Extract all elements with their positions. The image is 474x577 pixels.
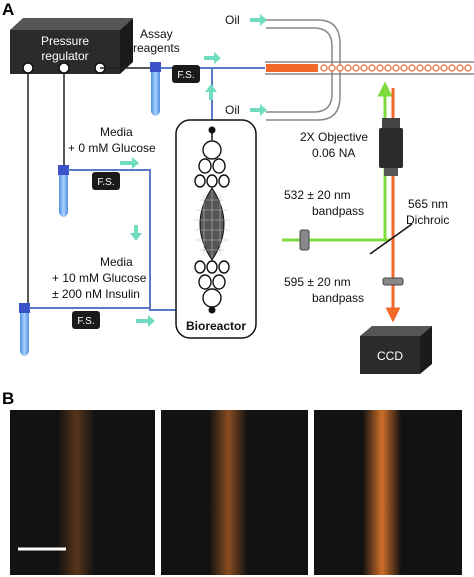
fluorescence-stripe <box>209 410 247 575</box>
droplet <box>417 65 423 71</box>
droplet-channel: Oil Oil <box>225 13 474 120</box>
filter-595-label-2: bandpass <box>312 291 364 305</box>
flow-arrow-media-high <box>136 315 155 327</box>
flow-arrow-assay <box>204 52 221 64</box>
droplet-train <box>321 65 471 71</box>
droplet <box>393 65 399 71</box>
vial-media-high <box>19 303 30 356</box>
flow-sensor-assay-label: F.S. <box>177 70 194 81</box>
droplet <box>377 65 383 71</box>
flow-sensor-media-high-label: F.S. <box>77 316 94 327</box>
droplet <box>401 65 407 71</box>
pressure-regulator-label-2: regulator <box>41 49 88 63</box>
media-high-label-2: + 10 mM Glucose <box>52 271 147 285</box>
droplet <box>329 65 335 71</box>
ccd-camera: CCD <box>360 326 432 374</box>
media-low-label-1: Media <box>100 125 133 139</box>
objective-lens <box>379 118 403 176</box>
droplet <box>345 65 351 71</box>
droplet <box>465 65 471 71</box>
panel-letter-a: A <box>2 0 14 19</box>
oil-top-label: Oil <box>225 13 240 27</box>
objective-label-2: 0.06 NA <box>312 146 355 160</box>
filter-595-label-1: 595 ± 20 nm <box>284 275 351 289</box>
dichroic-label-2: Dichroic <box>406 213 449 227</box>
ccd-label: CCD <box>377 349 403 363</box>
flow-sensor-media-high: F.S. <box>72 311 100 329</box>
droplet <box>321 65 327 71</box>
droplet <box>457 65 463 71</box>
droplet <box>353 65 359 71</box>
vial-media-low <box>58 165 69 217</box>
pressure-regulator: Pressure regulator <box>10 18 133 74</box>
droplet <box>385 65 391 71</box>
filter-595 <box>383 278 403 285</box>
flow-arrow-oil-top <box>250 14 267 26</box>
flow-arrow-oil-bottom <box>250 104 267 116</box>
flow-arrow-media-low <box>120 157 139 169</box>
droplet <box>409 65 415 71</box>
pressure-regulator-label-1: Pressure <box>41 34 89 48</box>
media-high-label-3: ± 200 nM Insulin <box>52 287 140 301</box>
dichroic-label-1: 565 nm <box>408 197 448 211</box>
bioreactor-label: Bioreactor <box>186 319 246 333</box>
droplet <box>425 65 431 71</box>
flow-arrow-down <box>130 225 142 241</box>
assay-reagents-label-2: reagents <box>133 41 180 55</box>
flow-arrow-up <box>205 84 217 100</box>
assay-reagents-label-1: Assay <box>140 27 173 41</box>
bioreactor: Bioreactor <box>176 120 256 338</box>
media-low-label-2: + 0 mM Glucose <box>68 141 156 155</box>
oil-bottom-label: Oil <box>225 103 240 117</box>
filter-532-label-1: 532 ± 20 nm <box>284 188 351 202</box>
droplet <box>441 65 447 71</box>
media-high-label-1: Media <box>100 255 133 269</box>
fluorescence-stripe <box>363 410 401 575</box>
flow-sensor-assay: F.S. <box>172 65 200 83</box>
objective-label-1: 2X Objective <box>300 130 368 144</box>
fluorescence-panel <box>10 410 462 575</box>
filter-532-label-2: bandpass <box>312 204 364 218</box>
droplet <box>361 65 367 71</box>
droplet <box>433 65 439 71</box>
droplet <box>369 65 375 71</box>
panel-letter-b: B <box>2 389 14 408</box>
vial-assay-reagents <box>150 62 161 116</box>
optical-path: 2X Objective 0.06 NA 532 ± 20 nm bandpas… <box>282 86 449 318</box>
flow-sensor-media-low-label: F.S. <box>97 177 114 188</box>
droplet <box>449 65 455 71</box>
droplet <box>337 65 343 71</box>
flow-sensor-media-low: F.S. <box>92 172 120 190</box>
filter-532 <box>300 230 309 250</box>
